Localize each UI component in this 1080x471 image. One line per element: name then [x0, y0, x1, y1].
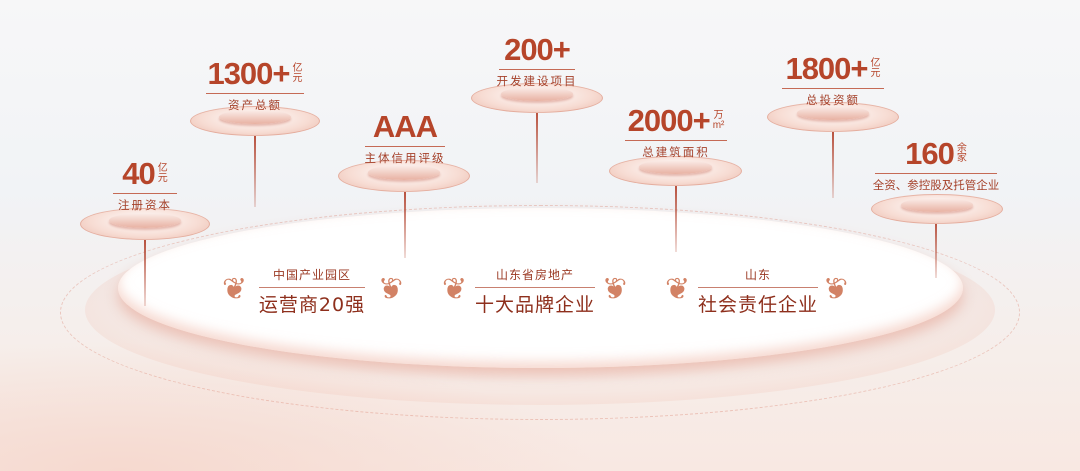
pedestal-disc: [338, 160, 470, 192]
award-subtitle: 山东省房地产: [495, 268, 574, 282]
stat-projects: 200+ 开发建设项目: [437, 33, 637, 89]
stem: [832, 128, 834, 198]
unit: 元: [870, 68, 881, 79]
stat-label: 主体信用评级: [364, 151, 446, 165]
stem: [144, 236, 146, 306]
pedestal-disc: [80, 208, 210, 240]
pedestal-disc: [871, 194, 1003, 224]
stem: [675, 182, 677, 252]
laurel-left-icon: ❦: [222, 272, 248, 307]
stem: [404, 188, 406, 258]
stat-credit-rating: AAA 主体信用评级: [305, 110, 505, 166]
stat-value: 1300+: [207, 56, 290, 91]
stat-value: 40: [122, 156, 155, 191]
unit: m²: [712, 120, 725, 131]
outer-dashed-ring: [60, 205, 1020, 420]
unit: 元: [157, 173, 168, 184]
award-park-operator: 中国产业园区 运营商20强: [212, 266, 412, 317]
unit: 亿: [870, 58, 881, 69]
stem: [254, 132, 256, 207]
stat-label: 全资、参控股及托管企业: [872, 178, 1000, 192]
stat-label: 总投资额: [806, 93, 860, 107]
pedestal-disc: [609, 156, 742, 186]
award-title: 社会责任企业: [697, 287, 818, 317]
award-title: 运营商20强: [258, 287, 366, 317]
award-real-estate-brand: 山东省房地产 十大品牌企业: [435, 266, 635, 317]
unit: 亿: [157, 163, 168, 174]
unit: 家: [956, 153, 967, 164]
award-subtitle: 中国产业园区: [272, 268, 351, 282]
unit: 亿: [292, 63, 303, 74]
pedestal-disc: [767, 102, 899, 132]
stat-total-investment: 1800+亿元 总投资额: [733, 52, 933, 108]
stat-label: 资产总额: [228, 98, 282, 112]
main-platform: [118, 208, 963, 368]
stat-value: 160: [905, 136, 955, 171]
pedestal-disc: [190, 106, 320, 136]
stat-label: 开发建设项目: [496, 74, 578, 88]
stem: [536, 108, 538, 183]
unit: 元: [292, 73, 303, 84]
stat-label: 注册资本: [118, 198, 172, 212]
stat-label: 总建筑面积: [642, 145, 710, 159]
stat-total-assets: 1300+亿元 资产总额: [155, 57, 355, 113]
award-title: 十大品牌企业: [474, 287, 595, 317]
stat-value: 200+: [504, 32, 571, 67]
award-social-responsibility: 山东 社会责任企业: [658, 266, 858, 317]
stat-value: 1800+: [785, 51, 868, 86]
stem: [935, 218, 937, 278]
unit: 余: [956, 143, 967, 154]
award-subtitle: 山东: [744, 268, 771, 282]
stat-value: AAA: [372, 109, 438, 144]
pedestal-disc: [471, 83, 603, 113]
unit: 万: [713, 110, 724, 121]
laurel-left-icon: ❦: [442, 272, 468, 307]
laurel-left-icon: ❦: [665, 272, 691, 307]
stat-value: 2000+: [627, 103, 711, 138]
